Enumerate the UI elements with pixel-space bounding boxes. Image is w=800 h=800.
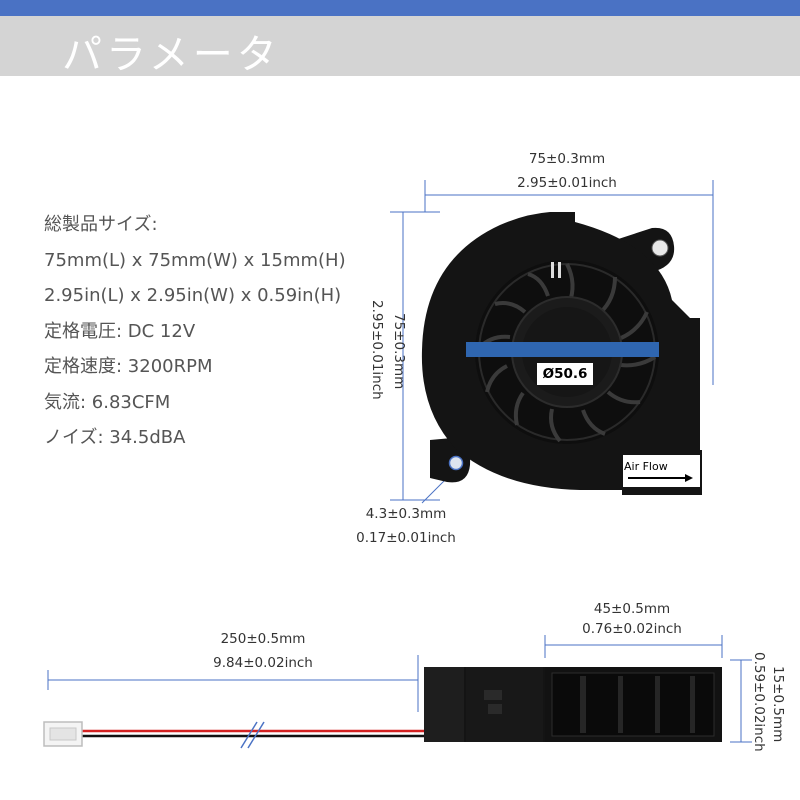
cable-dimension-line <box>47 655 419 712</box>
diameter-label-box <box>537 363 593 385</box>
title-band <box>0 16 800 76</box>
fan-cable <box>80 721 425 749</box>
page-title: パラメータ <box>62 32 281 78</box>
spec-rated-speed: 定格速度: 3200RPM <box>44 356 213 377</box>
spec-size-inch: 2.95in(L) x 2.95in(W) x 0.59in(H) <box>44 285 342 306</box>
diameter-bar <box>466 342 659 357</box>
diameter-label: Ø50.6 <box>542 366 588 382</box>
cable-length-mm: 250±0.5mm <box>220 631 306 647</box>
fan-thickness-mm: 15±0.5mm <box>770 666 786 743</box>
spec-rated-voltage: 定格電圧: DC 12V <box>44 320 196 342</box>
top-height-dimension-line <box>390 211 440 501</box>
fan-side-view <box>424 667 722 742</box>
outlet-width-inch: 0.76±0.02inch <box>582 621 682 637</box>
hole-diameter-mm: 4.3±0.3mm <box>365 506 447 522</box>
outlet-width-mm: 45±0.5mm <box>593 601 671 617</box>
top-width-mm: 75±0.3mm <box>528 151 606 167</box>
hole-diameter-inch: 0.17±0.01inch <box>356 530 456 546</box>
top-height-inch: 2.95±0.01inch <box>369 300 385 400</box>
top-width-dimension-line <box>424 180 714 385</box>
airflow-arrow-head <box>685 474 693 482</box>
top-width-inch: 2.95±0.01inch <box>517 175 617 191</box>
spec-airflow: 気流: 6.83CFM <box>44 391 171 413</box>
spec-overall-size-label: 総製品サイズ: <box>44 214 158 235</box>
fan-thickness-inch: 0.59±0.02inch <box>751 652 767 752</box>
cable-connector <box>43 721 83 747</box>
airflow-label-box <box>623 455 700 487</box>
spec-list: 総製品サイズ: 75mm(L) x 75mm(W) x 15mm(H) 2.95… <box>44 207 346 456</box>
cable-length-inch: 9.84±0.02inch <box>213 655 313 671</box>
spec-noise: ノイズ: 34.5dBA <box>44 427 186 448</box>
accent-bar <box>0 0 800 16</box>
top-height-mm: 75±0.3mm <box>391 313 407 390</box>
thickness-dimension-line <box>730 659 752 743</box>
spec-size-mm: 75mm(L) x 75mm(W) x 15mm(H) <box>44 249 346 271</box>
outlet-dimension-line <box>544 635 723 658</box>
airflow-label: Air Flow <box>624 460 668 473</box>
